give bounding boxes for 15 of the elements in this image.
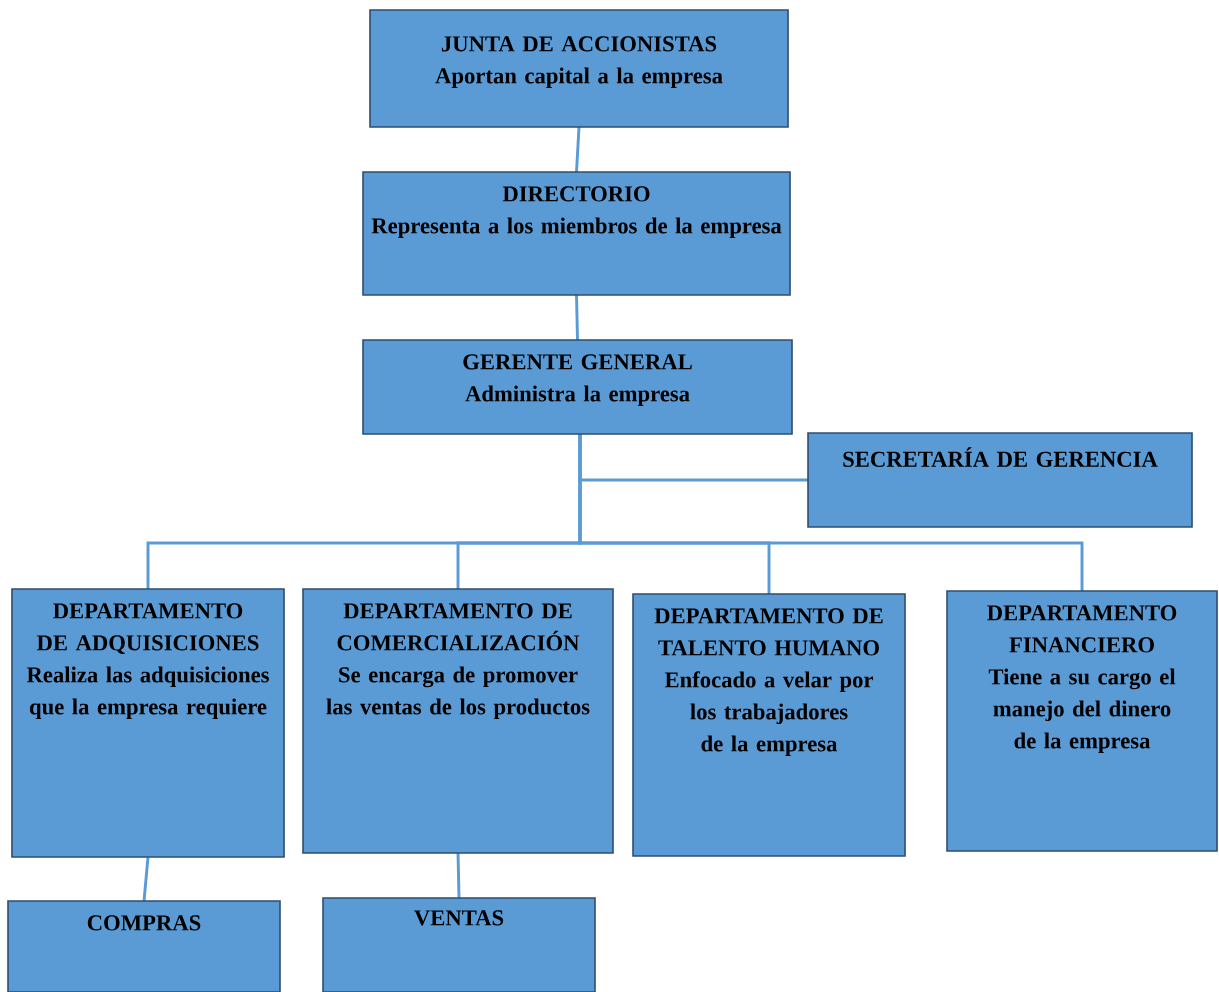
org-box: COMPRAS bbox=[7, 900, 281, 992]
connector-line bbox=[142, 856, 150, 902]
org-box: VENTAS bbox=[322, 897, 596, 992]
connector-line bbox=[456, 852, 461, 899]
org-box: GERENTE GENERAL Administra la empresa bbox=[362, 339, 793, 435]
connector-line bbox=[578, 434, 1084, 591]
connector-line bbox=[575, 126, 581, 173]
org-box: DEPARTAMENTO DE COMERCIALIZACIÓN Se encarga de promover las ventas de los productos bbox=[302, 588, 614, 854]
org-box: JUNTA DE ACCIONISTAS Aportan capital a la empresa bbox=[369, 9, 789, 128]
org-box: DEPARTAMENTO DE TALENTO HUMANO Enfocado a velar por los trabajadores de la empresa bbox=[632, 593, 906, 857]
org-box: DEPARTAMENTO FINANCIERO Tiene a su cargo el manejo del dinero de la empresa bbox=[946, 590, 1218, 852]
org-box: SECRETARÍA DE GERENCIA bbox=[807, 432, 1193, 528]
org-box: DIRECTORIO Representa a los miembros de la empresa bbox=[362, 171, 791, 296]
connector-line bbox=[575, 294, 579, 341]
org-box: DEPARTAMENTO DE ADQUISICIONES Realiza las adquisiciones que la empresa requiere bbox=[11, 588, 285, 858]
